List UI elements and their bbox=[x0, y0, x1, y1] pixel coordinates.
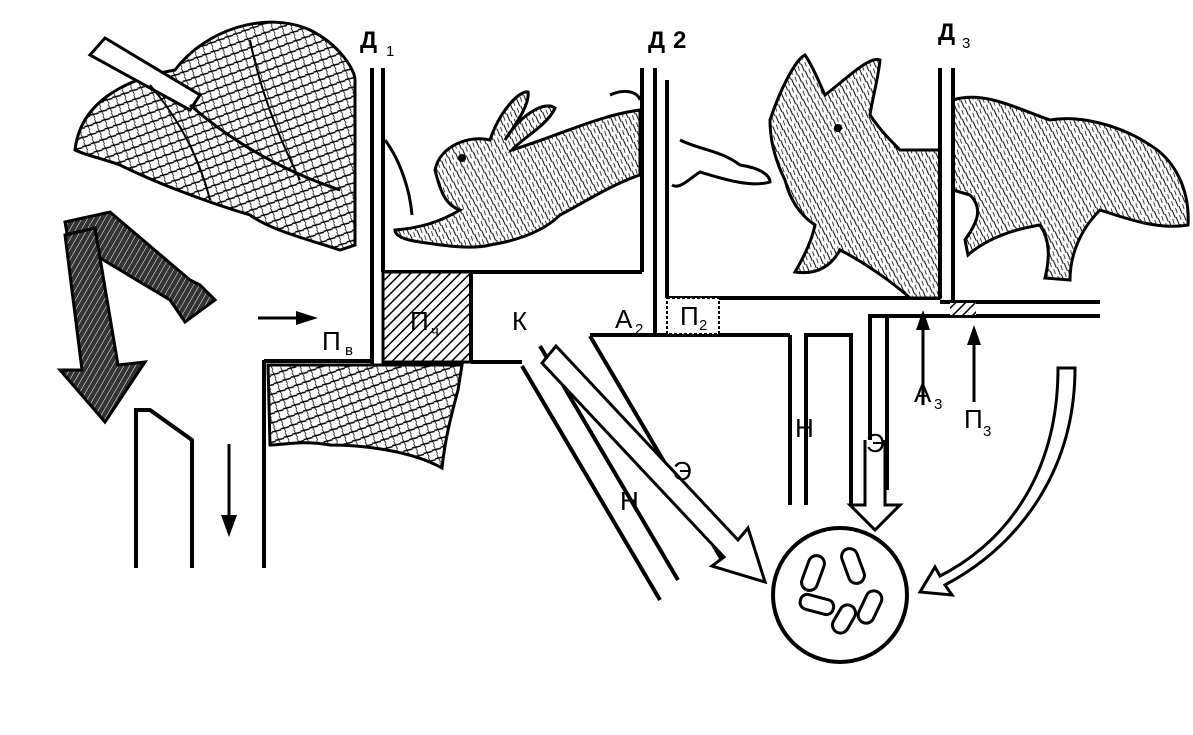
p2-block bbox=[666, 297, 720, 335]
label-d1-sub: 1 bbox=[386, 43, 394, 60]
reflected-channel bbox=[134, 408, 237, 568]
label-a2: А bbox=[615, 304, 633, 334]
label-d3: Д bbox=[938, 19, 955, 46]
label-k: К bbox=[512, 306, 527, 336]
flow-channels bbox=[520, 334, 1077, 602]
energy-arrow-middle bbox=[846, 440, 904, 533]
label-pv-sub: в bbox=[345, 342, 353, 359]
label-p2-sub: 2 bbox=[699, 317, 707, 334]
pch-block bbox=[381, 270, 473, 364]
label-a2-sub: 2 bbox=[635, 321, 643, 338]
incoming-arrow bbox=[258, 311, 318, 325]
trophic-level-3 bbox=[916, 68, 1100, 405]
label-n2: Н bbox=[795, 413, 814, 443]
label-p2: П bbox=[680, 301, 699, 331]
label-pch: П bbox=[410, 306, 429, 336]
energy-arrow-left bbox=[540, 343, 768, 585]
label-p3: П bbox=[964, 404, 983, 434]
hare-illustration bbox=[383, 89, 642, 249]
label-p3-sub: 3 bbox=[983, 423, 991, 440]
label-n1: Н bbox=[620, 486, 639, 516]
bacteria-circle bbox=[771, 526, 909, 664]
label-a3-sub: 3 bbox=[934, 396, 942, 413]
labels: Д 1 Д 2 Д 3 П в П ч К А 2 П 2 А 3 П 3 Н … bbox=[322, 19, 991, 516]
label-d2: Д bbox=[648, 27, 665, 54]
leaf-illustration bbox=[73, 20, 357, 252]
label-a3: А bbox=[914, 378, 932, 408]
sunlight-arrows bbox=[56, 210, 218, 425]
fox-illustration bbox=[768, 53, 1190, 300]
energy-arrow-right bbox=[917, 366, 1077, 597]
label-e1: Э bbox=[673, 456, 692, 486]
label-e2: Э bbox=[866, 428, 885, 458]
soil-illustration bbox=[266, 363, 464, 471]
label-d3-sub: 3 bbox=[962, 35, 970, 52]
label-pch-sub: ч bbox=[431, 323, 439, 340]
label-d1: Д bbox=[360, 27, 377, 54]
trophic-level-2 bbox=[590, 68, 940, 505]
label-pv: П bbox=[322, 326, 341, 356]
label-d2-sub: 2 bbox=[673, 27, 686, 54]
trophic-level-1 bbox=[262, 68, 642, 568]
